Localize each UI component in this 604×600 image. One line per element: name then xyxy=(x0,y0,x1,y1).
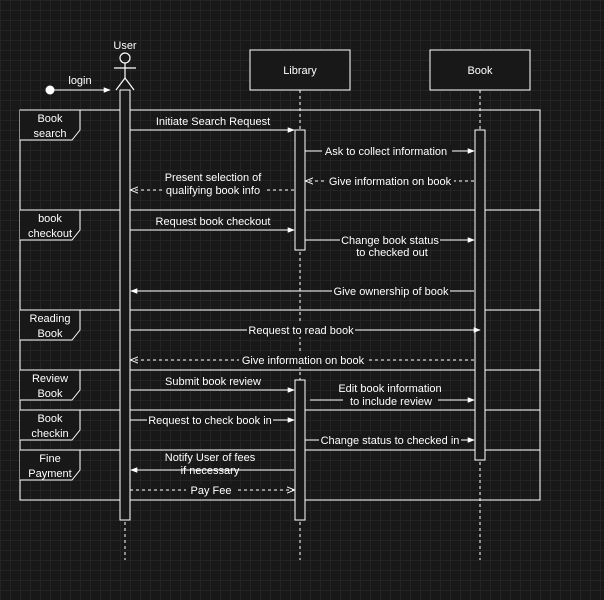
fragment-label: checkout xyxy=(28,228,72,240)
login-label: login xyxy=(68,75,91,87)
fragment-label: book xyxy=(38,213,62,225)
message-label: Give information on book xyxy=(242,355,365,367)
fragment-reading-book: Reading Book xyxy=(20,309,81,341)
message-label: Ask to collect information xyxy=(325,146,447,158)
message-label: Pay Fee xyxy=(191,485,232,497)
message-label: if necessary xyxy=(181,465,240,477)
message-request-checkout: Request book checkout xyxy=(130,216,295,233)
activation-library xyxy=(294,379,306,521)
actor-library-label: Library xyxy=(283,65,317,77)
actor-book-label: Book xyxy=(467,65,493,77)
fragment-review-book: Review Book xyxy=(20,369,81,401)
actor-library[interactable]: Library xyxy=(249,49,351,91)
actor-user-label: User xyxy=(113,40,137,52)
message-change-status-in: Change status to checked in xyxy=(305,434,475,447)
message-label: Edit book information xyxy=(338,383,441,395)
login-start: login xyxy=(45,75,111,95)
fragment-book-search: Book search xyxy=(20,109,81,141)
message-label: Present selection of xyxy=(165,172,263,184)
message-pay-fee: Pay Fee xyxy=(130,484,294,497)
message-change-status-out: Change book status to checked out xyxy=(305,234,475,259)
message-request-read: Request to read book xyxy=(130,324,481,337)
message-label: Notify User of fees xyxy=(165,452,256,464)
actor-user[interactable]: User xyxy=(113,40,137,91)
fragment-label: checkin xyxy=(31,428,68,440)
fragment-label: Payment xyxy=(28,468,71,480)
fragment-label: Book xyxy=(37,388,63,400)
fragment-label: Book xyxy=(37,413,63,425)
message-label: to checked out xyxy=(356,247,428,259)
message-label: Request book checkout xyxy=(156,216,271,228)
message-label: Submit book review xyxy=(165,376,261,388)
message-label: Change book status xyxy=(341,235,439,247)
message-give-info-2: Give information on book xyxy=(131,354,474,367)
message-label: Initiate Search Request xyxy=(156,116,270,128)
fragment-label: Fine xyxy=(39,453,60,465)
message-request-checkin: Request to check book in xyxy=(130,414,295,427)
fragment-label: Book xyxy=(37,328,63,340)
message-label: Request to read book xyxy=(248,325,354,337)
start-node-icon xyxy=(45,85,55,95)
fragment-book-checkout: book checkout xyxy=(20,209,81,241)
fragment-label: Book xyxy=(37,113,63,125)
activation-book xyxy=(474,129,486,461)
fragment-label: search xyxy=(33,128,66,140)
message-label: Give ownership of book xyxy=(334,286,449,298)
outer-frame xyxy=(19,109,541,501)
message-give-info-1: Give information on book xyxy=(306,175,474,188)
stick-figure-icon xyxy=(114,52,136,91)
fragment-label: Review xyxy=(32,373,68,385)
message-label: Request to check book in xyxy=(148,415,272,427)
message-label: Give information on book xyxy=(329,176,452,188)
activation-library xyxy=(294,129,306,251)
message-label: Change status to checked in xyxy=(321,435,460,447)
fragment-book-checkin: Book checkin xyxy=(20,409,81,441)
message-present-selection: Present selection of qualifying book inf… xyxy=(131,172,294,197)
fragment-fine-payment: Fine Payment xyxy=(20,449,81,481)
message-submit-review: Submit book review xyxy=(130,376,295,393)
message-give-ownership: Give ownership of book xyxy=(130,285,474,298)
message-label: qualifying book info xyxy=(166,185,260,197)
activation-user xyxy=(119,89,131,521)
message-ask-collect: Ask to collect information xyxy=(305,145,475,158)
message-notify-fees: Notify User of fees if necessary xyxy=(130,452,294,477)
fragment-label: Reading xyxy=(30,313,71,325)
actor-book[interactable]: Book xyxy=(429,49,531,91)
message-label: to include review xyxy=(350,396,432,408)
message-edit-info: Edit book information to include review xyxy=(310,383,475,408)
message-initiate-search: Initiate Search Request xyxy=(130,116,295,133)
